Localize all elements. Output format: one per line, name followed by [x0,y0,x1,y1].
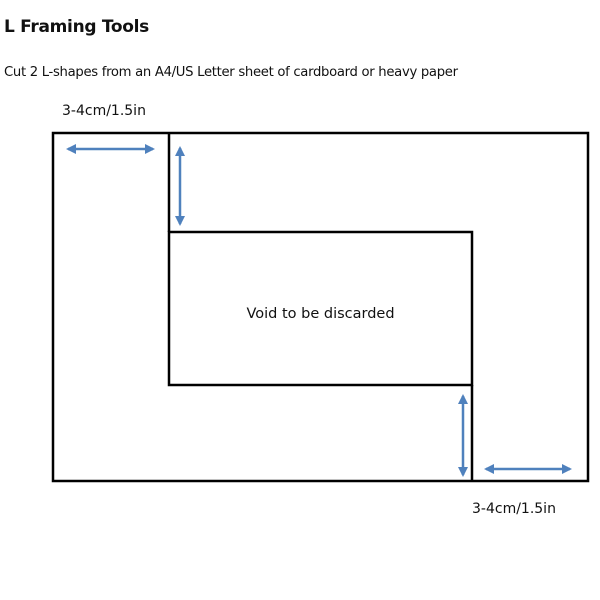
void-rectangle [167,230,474,387]
void-label: Void to be discarded [246,306,395,322]
sheet-outline [51,131,590,483]
bottom-width-label: 3-4cm/1.5in [472,501,556,517]
instructions: Cut 2 L-shapes from an A4/US Letter shee… [4,65,458,80]
page-title: L Framing Tools [4,17,150,37]
top-width-label: 3-4cm/1.5in [62,103,146,119]
